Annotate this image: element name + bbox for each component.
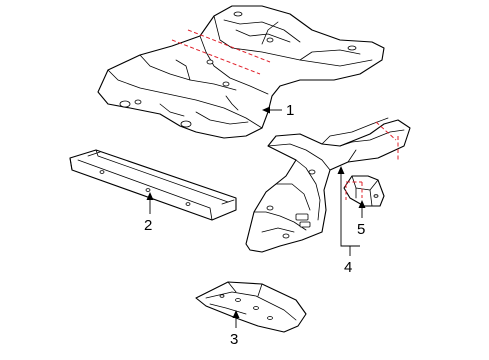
floor-pan-part[interactable] <box>97 5 385 139</box>
crossmember-part[interactable] <box>69 149 237 221</box>
floor-reinforcement-part[interactable] <box>195 281 307 333</box>
leader-arrow-1 <box>262 106 270 114</box>
leader-arrow-3 <box>232 310 240 318</box>
bracket-part[interactable] <box>343 175 385 207</box>
callout-4: 4 <box>344 259 352 276</box>
callout-3: 3 <box>230 331 238 348</box>
callout-1: 1 <box>286 102 294 119</box>
rear-side-rail-part[interactable] <box>245 117 411 253</box>
floor-pan-cut-line-front <box>171 39 261 75</box>
leader-line-4 <box>340 172 360 247</box>
side-rail-cut-line <box>375 121 397 141</box>
callout-2: 2 <box>144 217 152 234</box>
callout-5: 5 <box>357 221 365 238</box>
floor-pan-cut-line-rear <box>187 29 271 63</box>
leader-arrow-4 <box>337 166 345 174</box>
leader-arrow-2 <box>146 192 154 200</box>
leader-arrow-5 <box>358 200 366 208</box>
